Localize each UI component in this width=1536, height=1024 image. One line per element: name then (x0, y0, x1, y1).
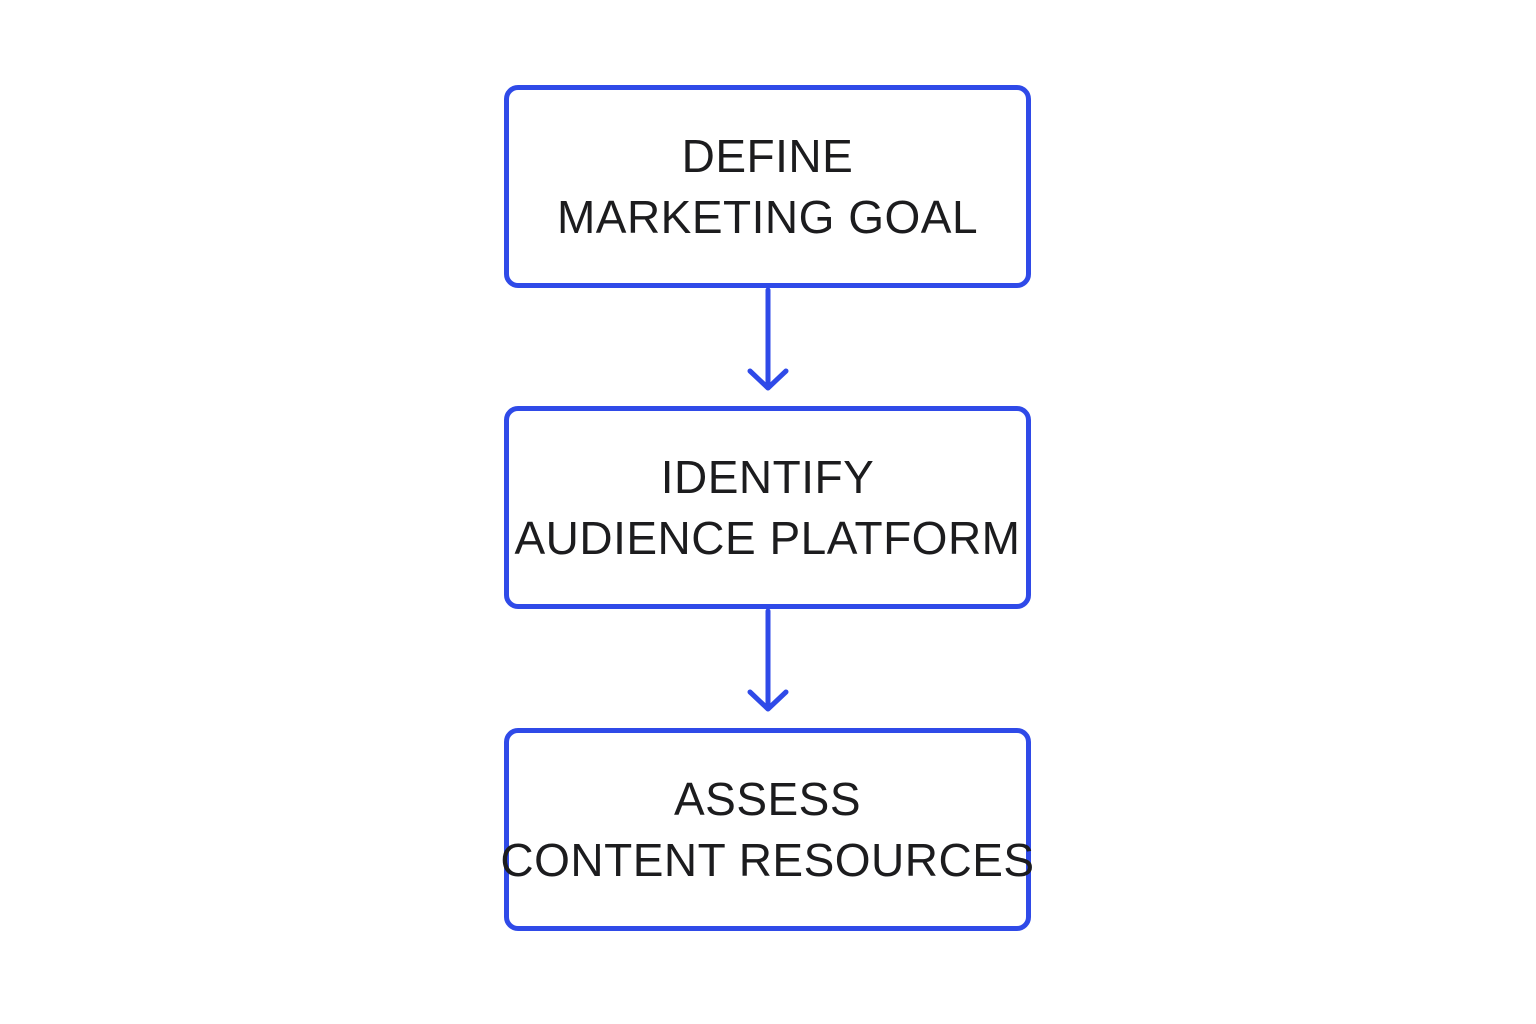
step-subtitle: AUDIENCE PLATFORM (514, 511, 1021, 564)
step-title: IDENTIFY (660, 450, 875, 503)
step-title: ASSESS (673, 772, 862, 825)
arrow-head-icon (747, 689, 789, 712)
step-box-assess-content-resources: ASSESS CONTENT RESOURCES (500, 728, 1034, 931)
step-box-identify-audience-platform: IDENTIFY AUDIENCE PLATFORM (504, 406, 1031, 609)
step-subtitle: CONTENT RESOURCES (500, 833, 1035, 886)
arrow-identify-to-assess (747, 608, 789, 712)
arrow-define-to-identify (747, 287, 789, 391)
arrow-head-icon (747, 368, 789, 391)
step-subtitle: MARKETING GOAL (556, 190, 979, 243)
step-title: DEFINE (681, 129, 854, 182)
step-box-define-marketing-goal: DEFINE MARKETING GOAL (504, 85, 1031, 288)
